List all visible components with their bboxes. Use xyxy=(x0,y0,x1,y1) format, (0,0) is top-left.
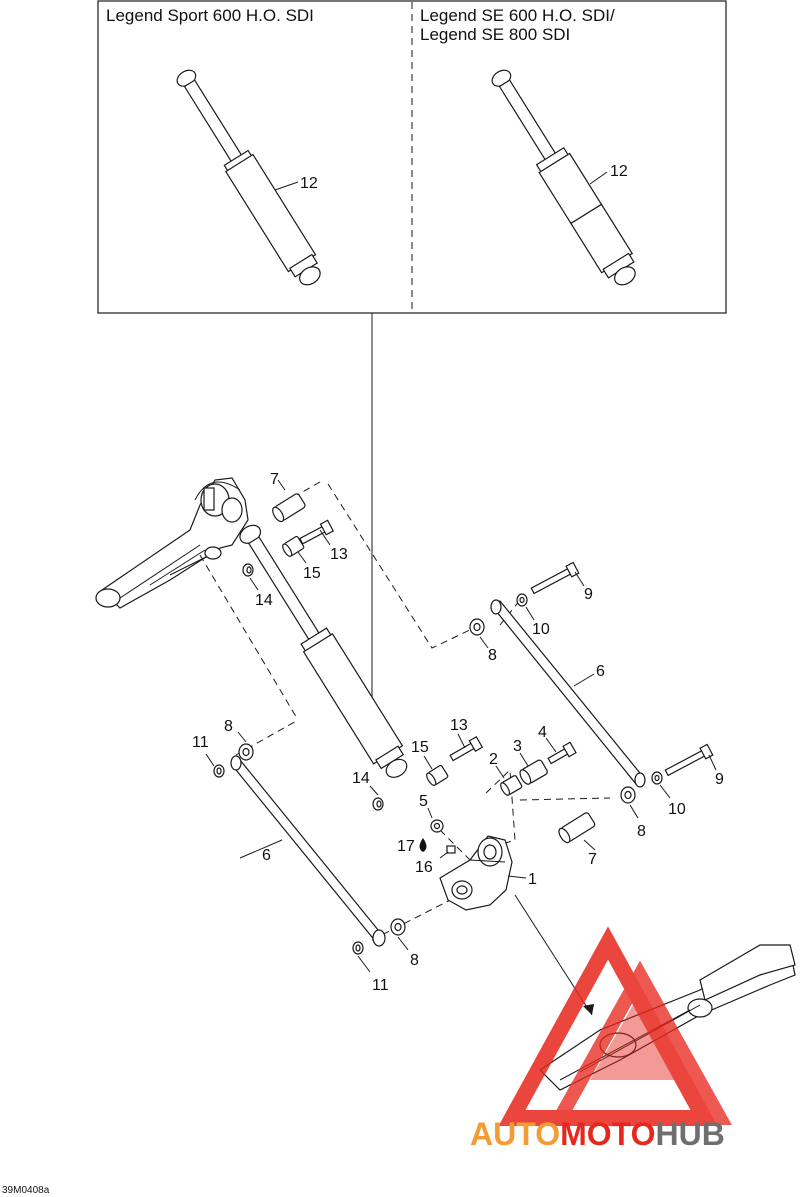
link-rod-6-left xyxy=(230,755,386,947)
washer-10-upper xyxy=(516,593,528,607)
shock-absorber-sport xyxy=(176,69,321,286)
callout-10-upper: 10 xyxy=(532,621,550,638)
callout-7-upper: 7 xyxy=(270,471,279,488)
link-rod-6-right xyxy=(490,599,646,788)
nut-11-lower xyxy=(352,941,364,955)
nut-11-upper xyxy=(213,764,225,778)
spacer-15-lower xyxy=(426,764,449,786)
bolt-13-lower xyxy=(449,735,484,762)
grease-fitting-16 xyxy=(446,845,456,854)
spacer-2 xyxy=(500,775,523,796)
automotohub-watermark-logo xyxy=(498,926,732,1126)
callout-12-right: 12 xyxy=(610,163,628,180)
watermark-wordmark: AUTOMOTOHUB xyxy=(470,1116,725,1152)
sleeve-7-upper xyxy=(272,493,306,523)
bolt-9-lower xyxy=(664,743,714,777)
bushing-8-lower-right xyxy=(620,786,636,804)
callout-10-lower: 10 xyxy=(668,801,686,818)
callout-6-left: 6 xyxy=(262,847,271,864)
variant-right-title-line2: Legend SE 800 SDI xyxy=(420,25,570,44)
bolt-9-upper xyxy=(530,561,580,595)
variant-right-title-line1: Legend SE 600 H.O. SDI/ xyxy=(420,6,615,25)
lubricant-drop-17-icon xyxy=(419,838,427,852)
callout-7-lower: 7 xyxy=(588,851,597,868)
callout-16: 16 xyxy=(415,859,433,876)
callout-12-left: 12 xyxy=(300,175,318,192)
callout-13-upper: 13 xyxy=(330,546,348,563)
variant-left-title: Legend Sport 600 H.O. SDI xyxy=(106,6,314,25)
bushing-8-lower-left xyxy=(390,918,406,936)
watermark-text-auto: AUTO xyxy=(470,1116,560,1152)
watermark-text-moto: MOTO xyxy=(560,1116,655,1152)
shock-absorber-se xyxy=(491,69,636,286)
nut-14-upper xyxy=(242,563,254,577)
nut-5 xyxy=(430,819,444,833)
drawing-code: 39M0408a xyxy=(2,1185,50,1196)
washer-10-lower xyxy=(651,771,663,785)
shock-absorber-main xyxy=(239,524,408,778)
callout-9-lower: 9 xyxy=(715,771,724,788)
callout-2: 2 xyxy=(489,751,498,768)
callout-8-lower-left: 8 xyxy=(410,952,419,969)
callout-17: 17 xyxy=(397,838,415,855)
pivot-arm-1 xyxy=(439,835,513,911)
callout-8-lower-right: 8 xyxy=(637,823,646,840)
callout-1: 1 xyxy=(528,871,537,888)
callout-15-upper: 15 xyxy=(303,565,321,582)
callout-14-lower: 14 xyxy=(352,770,370,787)
callout-11-upper: 11 xyxy=(192,734,209,751)
variant-box: Legend Sport 600 H.O. SDI Legend SE 600 … xyxy=(97,0,727,314)
nut-14-lower xyxy=(372,797,384,811)
bushing-8-upper-right xyxy=(469,618,485,636)
callout-5: 5 xyxy=(419,793,428,810)
bushing-3 xyxy=(519,759,548,785)
sleeve-7-lower xyxy=(558,812,596,844)
callout-13-lower: 13 xyxy=(450,717,468,734)
watermark-text-hub: HUB xyxy=(655,1116,724,1152)
callout-4: 4 xyxy=(538,724,547,741)
callout-9-upper: 9 xyxy=(584,586,593,603)
spacer-15-upper xyxy=(282,535,305,557)
callout-15-lower: 15 xyxy=(411,739,429,756)
bolt-13-upper xyxy=(299,519,335,545)
callout-11-lower: 11 xyxy=(372,977,389,994)
callout-3: 3 xyxy=(513,738,522,755)
callout-14-upper: 14 xyxy=(255,592,273,609)
bushing-8-upper-left xyxy=(238,743,254,761)
bolt-4 xyxy=(547,741,577,765)
frame-bracket xyxy=(95,477,249,609)
callout-6-right: 6 xyxy=(596,663,605,680)
callout-leaders xyxy=(205,479,717,973)
callout-8-upper-right: 8 xyxy=(488,647,497,664)
callout-8-upper-left: 8 xyxy=(224,718,233,735)
